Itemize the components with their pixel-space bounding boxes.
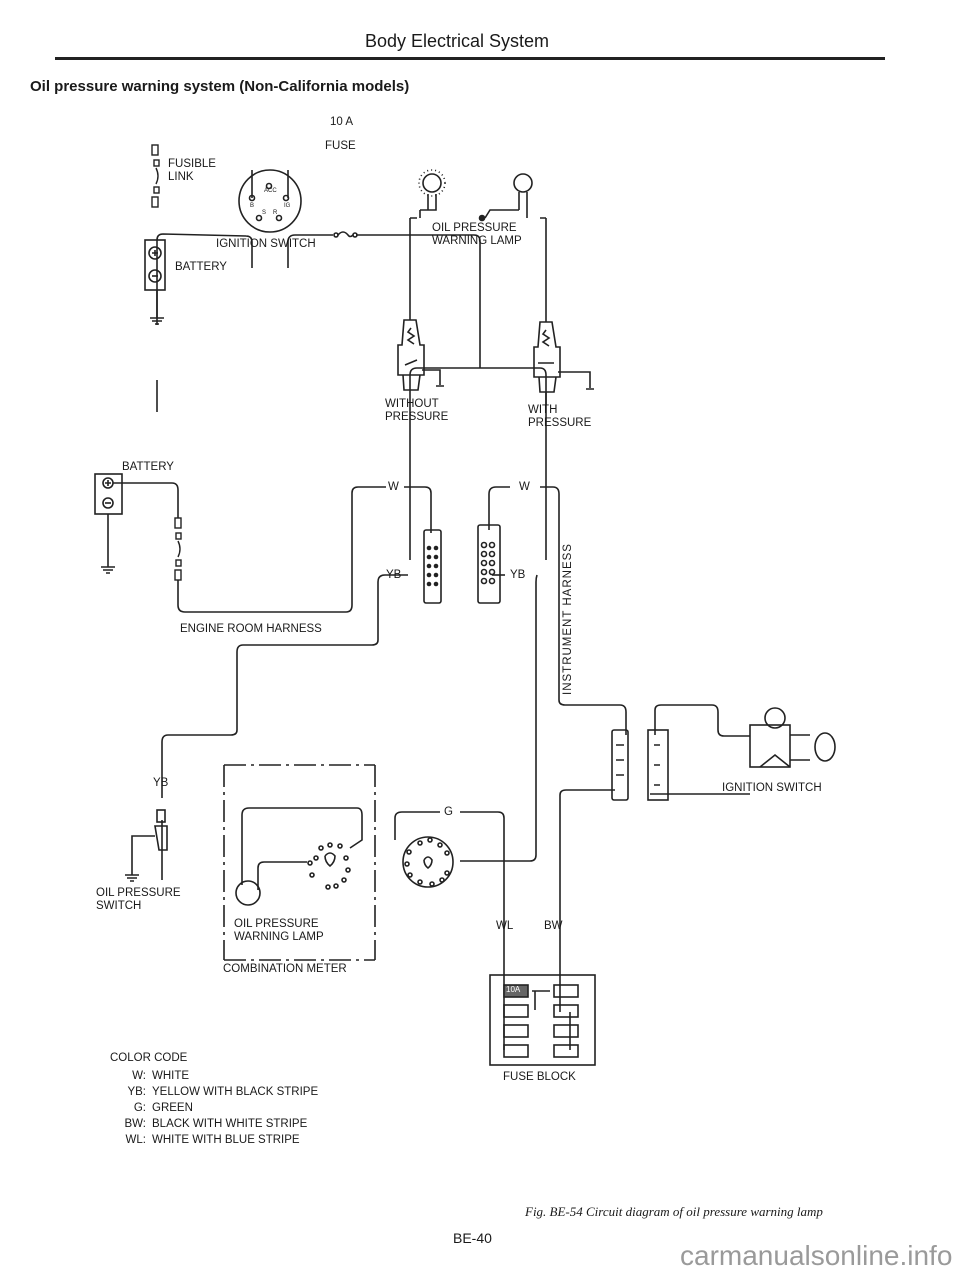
color-code: WL: (125, 1134, 146, 1146)
figure-number: Fig. BE-54 (525, 1204, 583, 1219)
color-meaning: YELLOW WITH BLACK STRIPE (152, 1086, 319, 1098)
engine-room-harness-label: ENGINE ROOM HARNESS (180, 623, 322, 635)
warning-lamp-label: OIL PRESSURE WARNING LAMP (432, 222, 522, 248)
color-code: W: (132, 1070, 146, 1082)
color-code-legend: COLOR CODE W: WHITE YB: YELLOW WITH BLACK … (110, 1050, 318, 1148)
pressure-switch-with-icon (533, 300, 594, 405)
page-number: BE-40 (453, 1230, 492, 1246)
fuse-block-icon (489, 974, 596, 1066)
color-code-title: COLOR CODE (110, 1052, 188, 1064)
watermark: carmanualsonline.info (680, 1240, 953, 1271)
bottom-battery-label: BATTERY (122, 461, 174, 473)
fuse-rating-label: 10 A (330, 116, 354, 128)
figure-caption: Fig. BE-54 Circuit diagram of oil pressu… (525, 1204, 823, 1220)
ground-icon (150, 290, 164, 325)
pressure-switch-without-icon (397, 300, 444, 391)
color-code-entry: BW: BLACK WITH WHITE STRIPE (110, 1116, 318, 1132)
color-meaning: BLACK WITH WHITE STRIPE (152, 1118, 308, 1130)
color-meaning: GREEN (152, 1102, 193, 1114)
ignition-connector-icon (611, 729, 669, 801)
wire-yb-label: YB (510, 569, 526, 581)
figure-caption-text: Circuit diagram of oil pressure warning … (586, 1204, 823, 1219)
page-header: Body Electrical System (364, 31, 550, 51)
fusible-link-icon (151, 144, 160, 208)
meter-lamp-icon (235, 880, 261, 906)
ignition-switch-body-icon (749, 707, 836, 768)
with-pressure-label: WITH PRESSURE (528, 404, 592, 430)
fuse-icon (333, 231, 358, 238)
oil-pressure-switch-label: OIL PRESSURE SWITCH (96, 887, 181, 913)
color-code-entry: W: WHITE (110, 1068, 318, 1084)
fuse-block-fuse-label: 10A (506, 985, 521, 994)
wire-w-label: W (388, 481, 399, 493)
ignition-terminal-r: R (273, 210, 278, 216)
color-code-entry: WL: WHITE WITH BLUE STRIPE (110, 1132, 318, 1148)
fusible-link-label: FUSIBLE LINK (168, 158, 216, 184)
wire-yb-label: YB (153, 777, 169, 789)
oil-pressure-switch-icon (125, 809, 168, 882)
wire-g-label: G (444, 806, 453, 818)
section-title: Oil pressure warning system (Non-Califor… (30, 78, 410, 95)
bottom-wiring (113, 482, 750, 1050)
without-pressure-label: WITHOUT PRESSURE (385, 398, 449, 424)
battery-label: BATTERY (175, 261, 227, 273)
ignition-switch-label: IGNITION SWITCH (216, 238, 316, 250)
battery-icon (144, 239, 166, 291)
ignition-terminal-s: S (262, 210, 267, 216)
meter-lamp-label: OIL PRESSURE WARNING LAMP (234, 918, 324, 944)
fuse-label: FUSE (325, 140, 356, 152)
color-code: BW: (124, 1118, 146, 1130)
wire-bw-label: BW (544, 920, 563, 932)
color-meaning: WHITE WITH BLUE STRIPE (152, 1134, 300, 1146)
bottom-ignition-switch-label: IGNITION SWITCH (722, 782, 822, 794)
instrument-harness-label: INSTRUMENT HARNESS (562, 543, 574, 695)
meter-connector-icon (402, 836, 454, 888)
color-code: YB: (127, 1086, 146, 1098)
color-meaning: WHITE (152, 1070, 190, 1082)
header-rule (55, 57, 885, 60)
combination-meter-label: COMBINATION METER (223, 963, 347, 975)
wire-wl-label: WL (496, 920, 514, 932)
bottom-fusible-link-icon (174, 517, 182, 581)
bottom-battery-icon (94, 473, 123, 574)
engine-connector-icon (423, 529, 442, 604)
junction-dot (478, 214, 486, 222)
color-code-entry: G: GREEN (110, 1100, 318, 1116)
lamp-unlit-icon (484, 173, 533, 219)
color-code: G: (133, 1102, 146, 1114)
lamp-lit-icon (418, 169, 446, 218)
ignition-terminal-ig: IG (284, 203, 291, 209)
instrument-connector-icon (477, 524, 505, 604)
combination-meter-box (223, 764, 376, 961)
lamp-branch-wires (409, 217, 547, 300)
ignition-terminal-acc: ACC (264, 188, 277, 194)
color-code-entry: YB: YELLOW WITH BLACK STRIPE (110, 1084, 318, 1100)
wire-yb-label: YB (386, 569, 402, 581)
ignition-switch-icon (238, 169, 302, 233)
fuse-block-label: FUSE BLOCK (503, 1071, 576, 1083)
wire-w-label: W (519, 481, 530, 493)
ignition-terminal-b: B (250, 203, 255, 209)
